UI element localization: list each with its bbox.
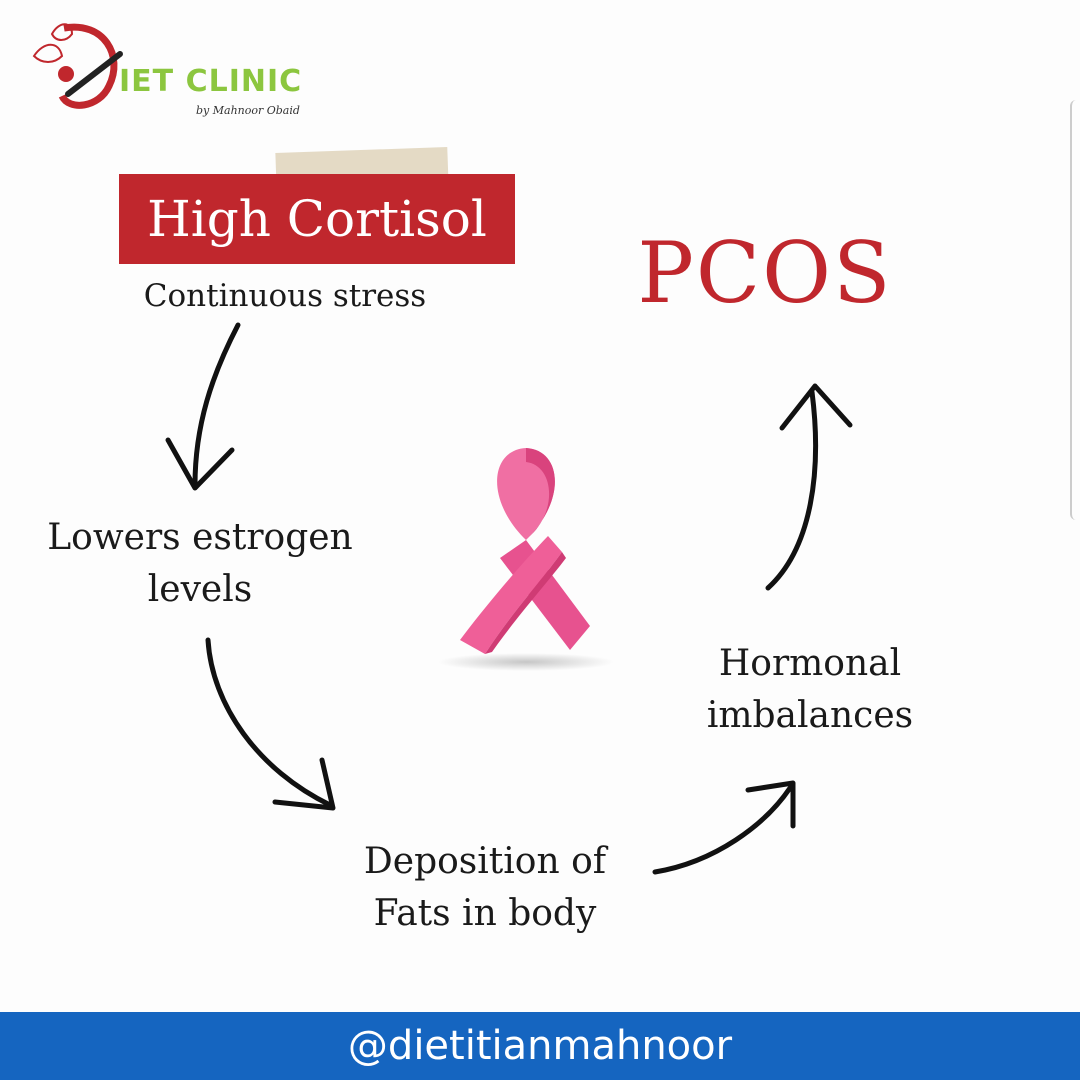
- step-fat-deposition-line-2: Fats in body: [373, 893, 597, 934]
- step-hormonal-imbalances-line-2: imbalances: [706, 695, 914, 736]
- step-hormonal-imbalances-line-1: Hormonal: [718, 643, 902, 684]
- logo-tagline: by Mahnoor Obaid: [196, 104, 300, 117]
- continuous-stress-label: Continuous stress: [143, 278, 427, 314]
- step-hormonal-imbalances: Hormonal imbalances: [670, 638, 950, 742]
- arrow-down-icon: [165, 322, 241, 491]
- step-fat-deposition: Deposition of Fats in body: [330, 836, 640, 940]
- pcos-result-title: PCOS: [637, 224, 893, 322]
- logo-brand-text: IET CLINIC: [119, 64, 303, 99]
- step-fat-deposition-line-1: Deposition of: [363, 841, 607, 882]
- high-cortisol-heading: High Cortisol: [119, 174, 515, 264]
- footer-banner: @dietitianmahnoor: [0, 1012, 1080, 1080]
- arrow-up-right-icon: [652, 780, 796, 875]
- step-lowers-estrogen-line-2: levels: [147, 569, 253, 610]
- arrow-up-icon: [765, 383, 853, 591]
- step-lowers-estrogen: Lowers estrogen levels: [20, 512, 380, 616]
- step-lowers-estrogen-line-1: Lowers estrogen: [47, 517, 353, 558]
- pink-ribbon-icon: [438, 448, 614, 671]
- arrow-down-right-icon: [205, 637, 336, 811]
- instagram-handle[interactable]: @dietitianmahnoor: [347, 1023, 733, 1069]
- side-scroll-edge: [1070, 100, 1080, 520]
- logo-emblem-icon: [32, 23, 123, 109]
- brand-logo: IET CLINIC by Mahnoor Obaid: [24, 16, 324, 136]
